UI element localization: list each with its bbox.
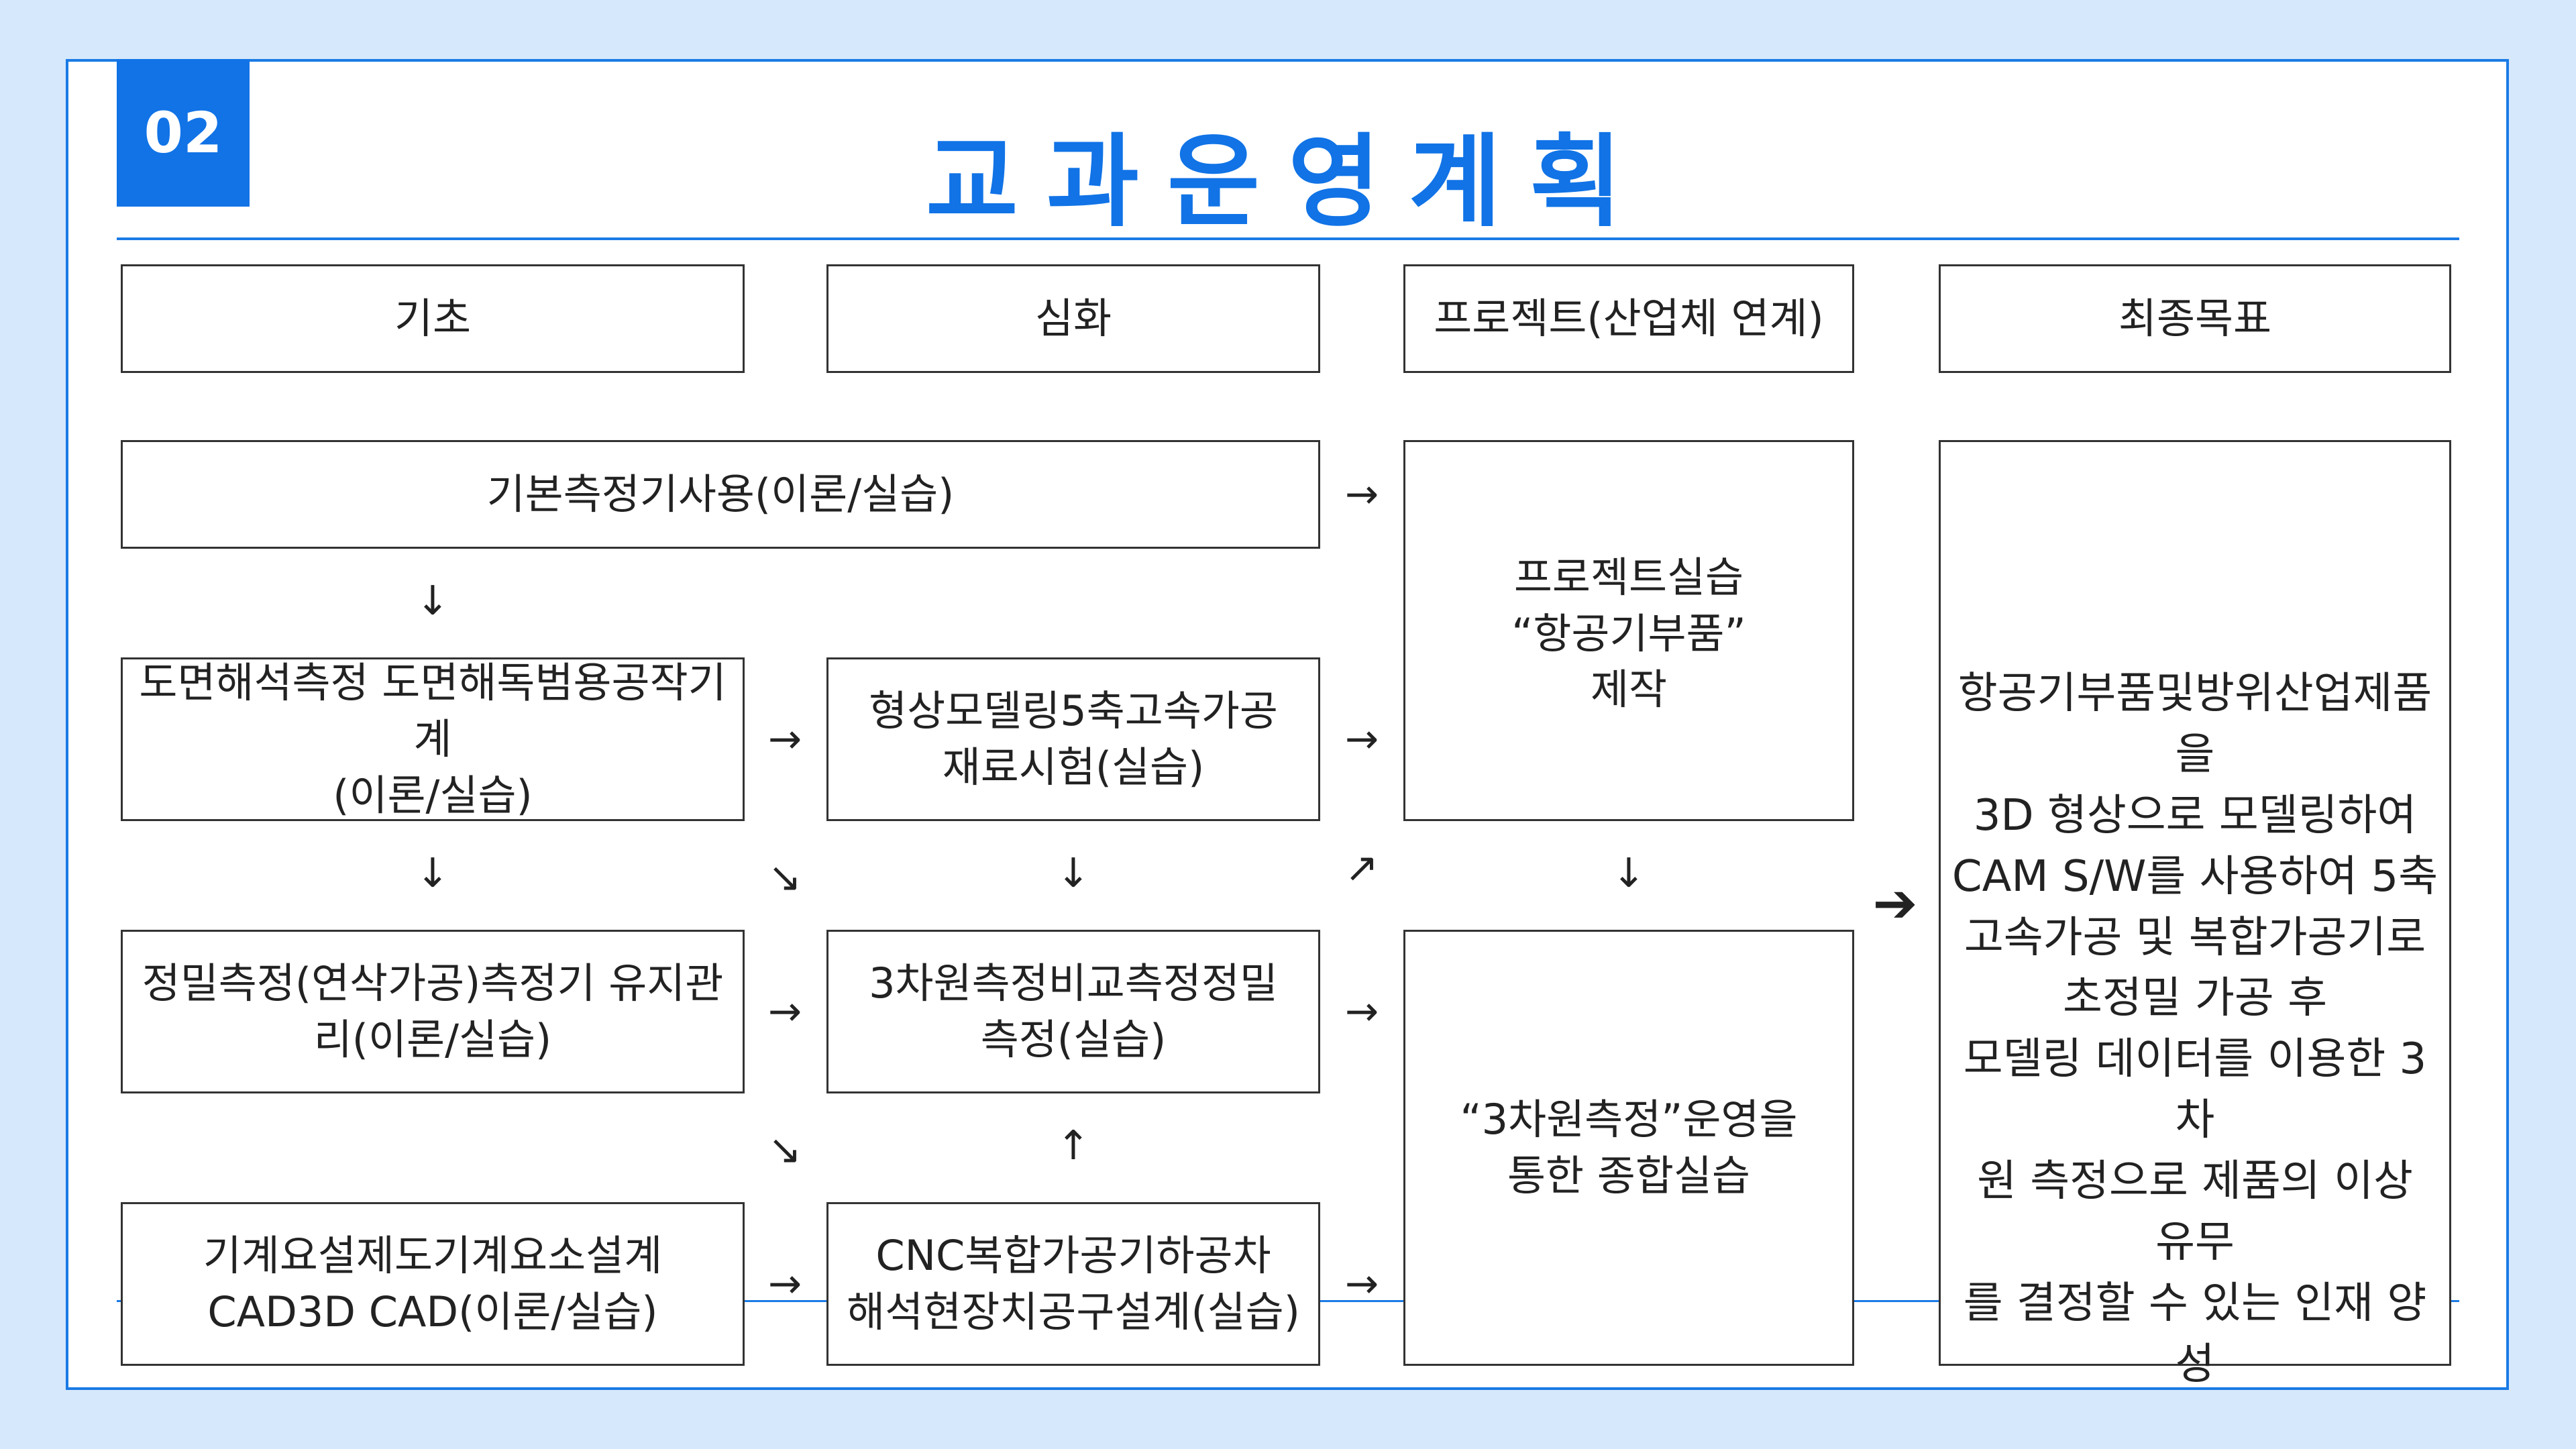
arrow-right-icon: →	[767, 716, 802, 763]
arrow-right-icon: →	[767, 1260, 802, 1307]
arrow-right-icon: →	[767, 988, 802, 1035]
arrow-right-icon: →	[1344, 471, 1379, 518]
course-mechanical-design-cad: 기계요설제도기계요소설계 CAD3D CAD(이론/실습)	[121, 1202, 745, 1366]
arrow-diagonal-up-icon: ↗	[1344, 845, 1379, 892]
course-shape-modeling: 형상모델링5축고속가공 재료시험(실습)	[826, 657, 1320, 821]
final-goal: 항공기부품및방위산업제품을 3D 형상으로 모델링하여 CAM S/W를 사용하…	[1939, 440, 2451, 1389]
course-3d-measurement: 3차원측정비교측정정밀 측정(실습)	[826, 930, 1320, 1093]
course-basic-measurement: 기본측정기사용(이론/실습)	[121, 440, 1320, 549]
arrow-down-icon: ↓	[415, 850, 450, 897]
project-integrated-practice: “3차원측정”운영을 통한 종합실습	[1403, 930, 1854, 1366]
arrow-down-icon: ↓	[1611, 850, 1646, 897]
column-header-project: 프로젝트(산업체 연계)	[1403, 264, 1854, 373]
arrow-right-icon: →	[1344, 988, 1379, 1035]
column-header-advanced: 심화	[826, 264, 1320, 373]
course-precision-measurement: 정밀측정(연삭가공)측정기 유지관 리(이론/실습)	[121, 930, 745, 1093]
page-title: 교과운영계획	[925, 124, 1650, 241]
arrow-right-icon: →	[1344, 716, 1379, 763]
section-number-badge: 02	[117, 59, 250, 207]
title-divider	[117, 237, 2459, 240]
arrow-bold-right-icon: ➔	[1872, 871, 1918, 934]
arrow-diagonal-down-icon: ↘	[767, 854, 802, 901]
arrow-down-icon: ↓	[1056, 850, 1091, 897]
arrow-right-icon: →	[1344, 1260, 1379, 1307]
column-header-goal: 최종목표	[1939, 264, 2451, 373]
arrow-up-icon: ↑	[1056, 1122, 1091, 1169]
project-aircraft-parts: 프로젝트실습 “항공기부품” 제작	[1403, 440, 1854, 821]
arrow-diagonal-down-icon: ↘	[767, 1126, 802, 1173]
course-drawing-analysis: 도면해석측정 도면해독범용공작기계 (이론/실습)	[121, 657, 745, 821]
column-header-basic: 기초	[121, 264, 745, 373]
arrow-down-icon: ↓	[415, 578, 450, 625]
course-cnc-machining: CNC복합가공기하공차 해석현장치공구설계(실습)	[826, 1202, 1320, 1366]
